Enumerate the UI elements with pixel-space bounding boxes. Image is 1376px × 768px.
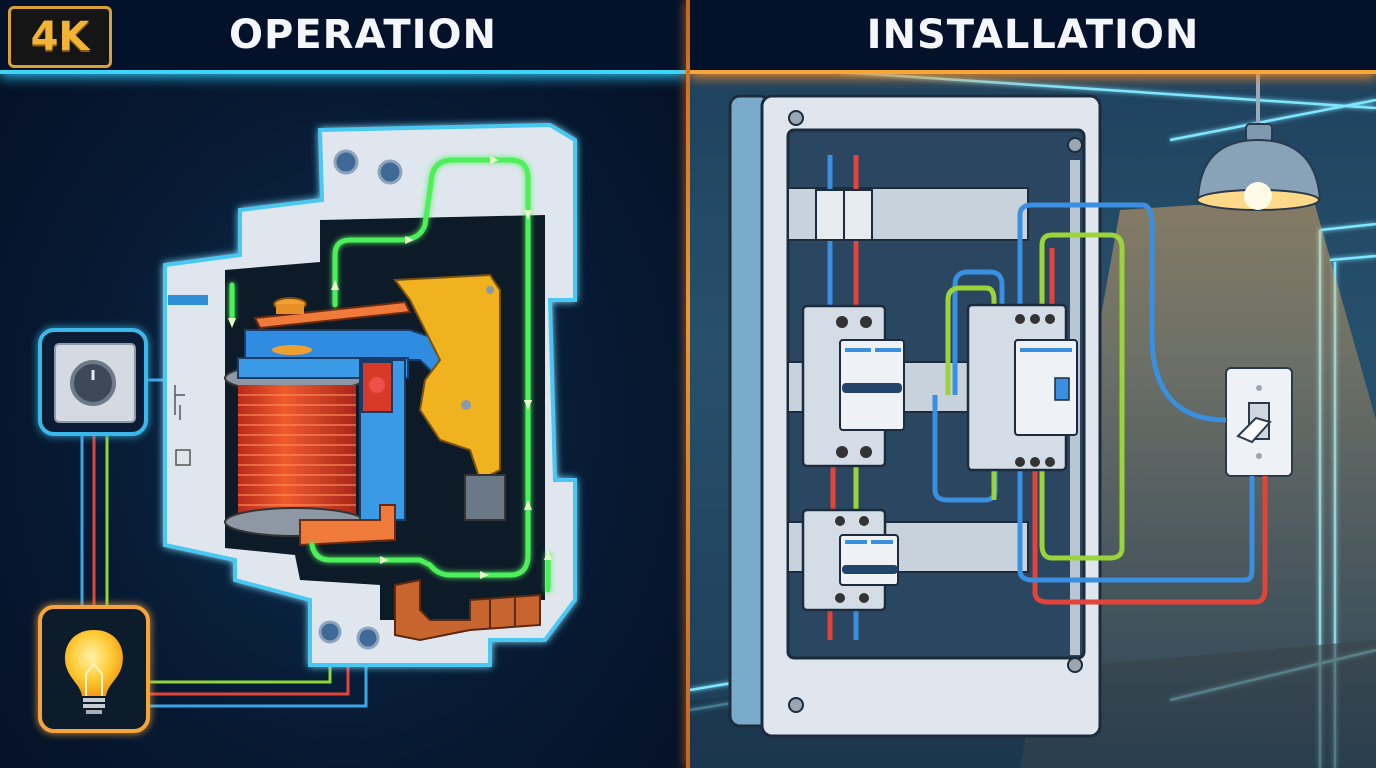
- control-switch: [38, 328, 148, 436]
- schematic-symbol: [174, 385, 191, 466]
- resolution-badge: 4K: [8, 6, 112, 68]
- coil: [224, 363, 366, 537]
- main-breaker-2p: [801, 304, 905, 468]
- operation-title: OPERATION: [229, 12, 497, 58]
- armature: [237, 329, 441, 521]
- pendant-lamp: [1196, 72, 1322, 211]
- panel-divider: [686, 0, 690, 768]
- contactor-cutaway: [163, 122, 577, 667]
- operation-illustration: [38, 122, 577, 733]
- current-flow-path: [229, 157, 551, 593]
- operation-header: OPERATION: [0, 0, 686, 74]
- terminal-block: [815, 189, 873, 241]
- wall-switch: [1225, 367, 1293, 477]
- flow-arrows: [228, 156, 552, 579]
- badge-label: 4K: [30, 14, 90, 60]
- installation-header: INSTALLATION: [690, 0, 1376, 74]
- installation-title: INSTALLATION: [866, 12, 1200, 58]
- trip-latch: [393, 273, 501, 482]
- installation-illustration: [690, 70, 1376, 768]
- fixed-contacts: [394, 578, 541, 642]
- contactor: [966, 303, 1078, 472]
- moving-contact: [253, 297, 412, 355]
- control-wires: [80, 378, 368, 708]
- branch-breaker-2p: [801, 508, 899, 612]
- installation-panel: INSTALLATION: [690, 0, 1376, 768]
- indicator-lamp: [38, 605, 150, 733]
- light-beam: [1020, 205, 1376, 768]
- operation-panel: OPERATION 4K: [0, 0, 686, 768]
